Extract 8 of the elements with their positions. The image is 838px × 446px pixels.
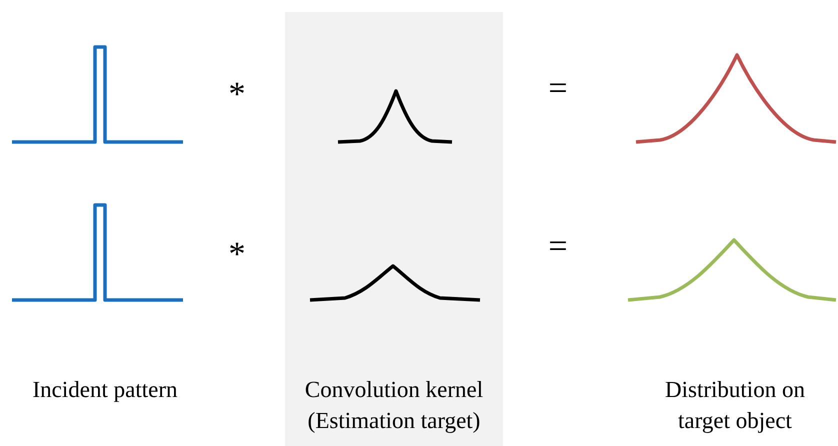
caption: Incident pattern — [32, 376, 178, 404]
caption: Distribution on target object — [664, 376, 806, 435]
equals-sign: = — [547, 72, 569, 106]
convolution-symbol: * — [228, 78, 246, 112]
convolution-symbol: * — [228, 238, 246, 272]
panel-label: Convolution kernel (Estimation target) — [304, 376, 484, 435]
equals-sign: = — [547, 230, 569, 264]
shaded-panel — [285, 12, 503, 446]
